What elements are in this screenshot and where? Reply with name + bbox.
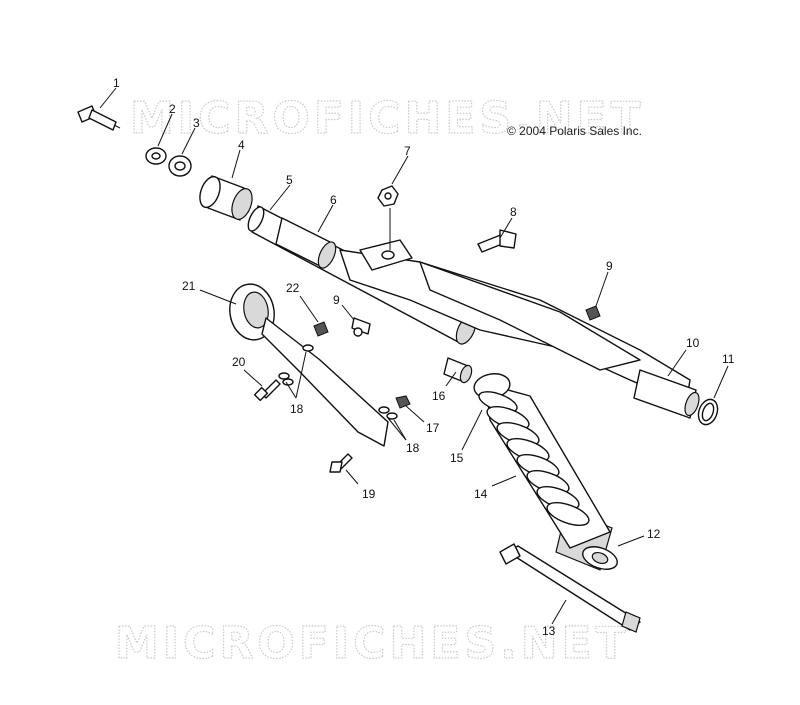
part-9-grease-fitting-upper[interactable]	[585, 305, 601, 321]
part-12-shock-eye[interactable]	[580, 542, 621, 573]
callout-17: 17	[426, 421, 440, 435]
copyright-notice: © 2004 Polaris Sales Inc.	[507, 124, 642, 138]
watermark-bottom: MICROFICHES.NET	[115, 618, 630, 669]
part-3-washer[interactable]	[168, 155, 192, 177]
part-22-nut[interactable]	[313, 321, 329, 337]
callout-2: 2	[169, 102, 176, 116]
callout-11: 11	[722, 352, 735, 366]
part-11-ring[interactable]	[695, 397, 721, 428]
part-18-washers-lower[interactable]	[378, 406, 398, 420]
leader-lines	[99, 87, 729, 625]
callout-7: 7	[404, 144, 411, 158]
part-20-bolt[interactable]	[253, 379, 281, 402]
callout-9-lower: 9	[333, 293, 340, 307]
callout-22: 22	[286, 281, 300, 295]
callout-6: 6	[330, 193, 337, 207]
part-19-bolt[interactable]	[329, 453, 353, 473]
callout-21: 21	[182, 279, 196, 293]
callout-13: 13	[542, 624, 556, 638]
part-10-trailing-arm[interactable]	[339, 239, 702, 419]
part-13-long-bolt[interactable]	[499, 543, 641, 633]
callout-15: 15	[450, 451, 464, 465]
part-8-bolt[interactable]	[477, 229, 517, 253]
part-4-bushing[interactable]	[196, 174, 256, 222]
part-2-washer[interactable]	[145, 147, 167, 165]
callout-8: 8	[510, 205, 517, 219]
callout-20: 20	[232, 355, 246, 369]
part-21-strap[interactable]	[225, 281, 389, 447]
callout-labels: 1 2 3 4 5 6 7 8 9 9 10 11 12 13 14 15 16…	[113, 76, 735, 638]
callout-18-upper: 18	[290, 402, 304, 416]
part-1-bolt[interactable]	[77, 105, 121, 131]
callout-1: 1	[113, 76, 120, 90]
callout-16: 16	[432, 389, 446, 403]
callout-4: 4	[238, 138, 245, 152]
callout-19: 19	[362, 487, 376, 501]
callout-10: 10	[686, 336, 700, 350]
part-16-bushing[interactable]	[443, 357, 474, 384]
callout-12: 12	[647, 527, 661, 541]
part-7-nut[interactable]	[377, 185, 399, 207]
callout-5: 5	[286, 173, 293, 187]
callout-3: 3	[193, 116, 200, 130]
part-9-grease-fitting-lower[interactable]	[351, 317, 371, 337]
callout-14: 14	[474, 487, 488, 501]
callout-18-lower: 18	[406, 441, 420, 455]
callout-9-upper: 9	[606, 259, 613, 273]
part-14-shock-spring[interactable]	[472, 371, 613, 571]
part-17-nut[interactable]	[395, 395, 411, 409]
watermark-top: MICROFICHES.NET	[130, 93, 645, 144]
